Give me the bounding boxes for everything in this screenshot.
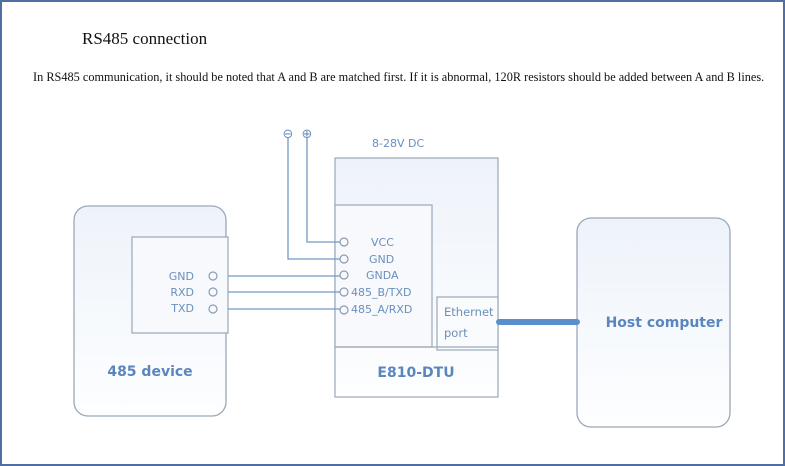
dtu-pin-vcc: VCC [371, 236, 394, 249]
dtu-pin-485a-rxd: 485_A/RXD [351, 303, 412, 316]
dtu-terminal-box [334, 204, 433, 348]
positive-terminal-icon: ⊕ [302, 127, 313, 142]
device-pin-gnd: GND [169, 270, 194, 283]
negative-terminal-icon: ⊖ [283, 127, 294, 142]
ethernet-port-label-1: Ethernet [444, 305, 494, 319]
dtu-terminal-gnda [339, 270, 349, 280]
section-paragraph: In RS485 communication, it should be not… [33, 70, 765, 84]
device-terminal-txd [208, 304, 218, 314]
dtu-terminal-485a [339, 305, 349, 315]
device-pin-txd: TXD [170, 302, 194, 315]
ethernet-port-box [436, 296, 499, 351]
dtu-label: E810-DTU [377, 365, 454, 381]
host-computer-label: Host computer [606, 315, 723, 331]
power-supply-label: 8-28V DC [372, 137, 424, 150]
wire-gnd-power [287, 138, 340, 260]
section-heading: RS485 connection [82, 29, 208, 48]
device-terminal-rxd [208, 287, 218, 297]
device-485-terminal-box [131, 236, 229, 334]
dtu-pin-gnda: GNDA [366, 269, 399, 282]
wire-vcc [306, 138, 340, 243]
device-pin-rxd: RXD [170, 286, 194, 299]
device-485-label: 485 device [107, 364, 192, 380]
ethernet-port-label-2: port [444, 326, 468, 340]
dtu-pin-gnd: GND [369, 253, 394, 266]
dtu-pin-485b-txd: 485_B/TXD [351, 286, 411, 299]
device-terminal-gnd [208, 271, 218, 281]
